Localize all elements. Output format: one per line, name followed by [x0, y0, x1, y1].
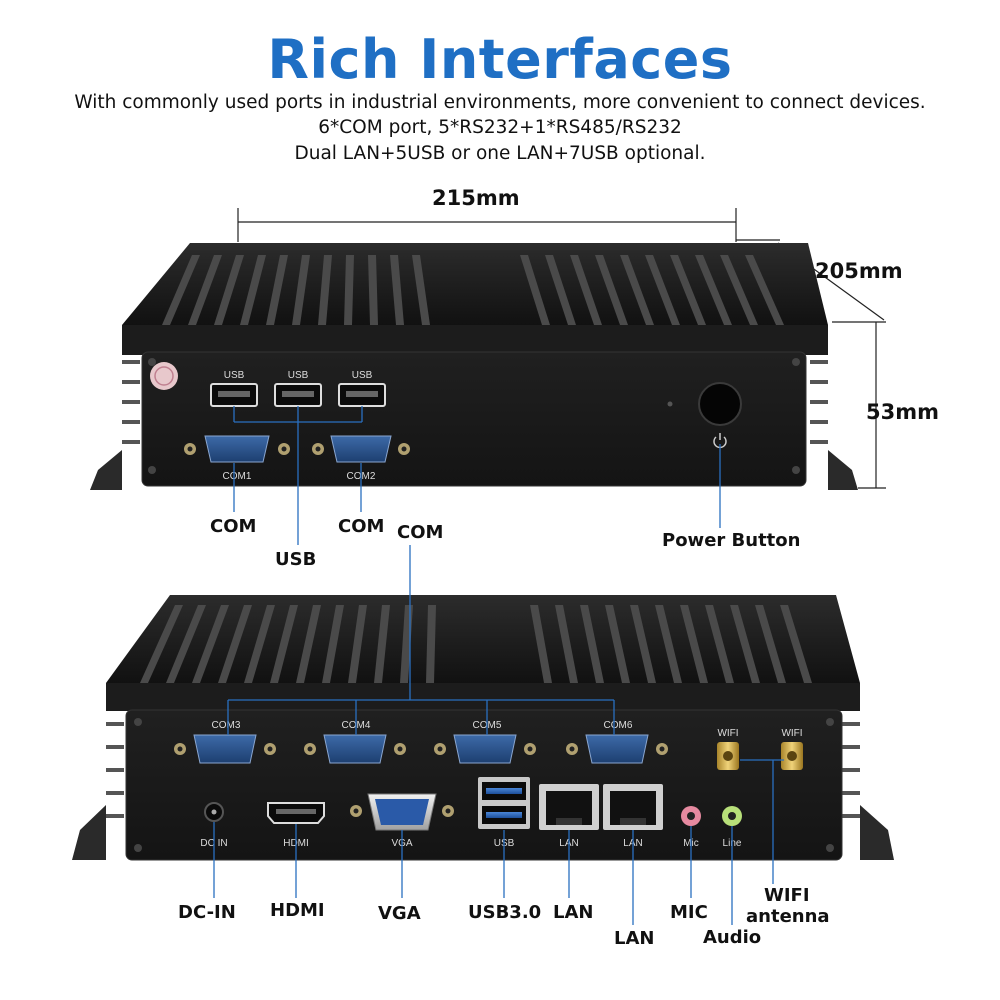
- com1-port-label: COM1: [223, 471, 252, 482]
- wifi2-port-label: WIFI: [781, 728, 802, 739]
- callout-lan-1: LAN: [553, 902, 594, 923]
- dimension-lines: [237, 208, 886, 489]
- width-dimension: 215mm: [432, 186, 520, 210]
- callout-audio: Audio: [703, 927, 762, 948]
- callout-vga: VGA: [378, 903, 421, 924]
- callout-wifi-line1: WIFI: [764, 885, 810, 906]
- callout-wifi-line2: antenna: [746, 906, 830, 927]
- rear-callout-lines: [213, 545, 784, 925]
- front-usb-ports: USB USB USB: [210, 370, 386, 407]
- com6-port-label: COM6: [604, 720, 633, 731]
- page-title: Rich Interfaces: [267, 28, 733, 91]
- callout-power-button: Power Button: [662, 530, 801, 551]
- power-button: [698, 382, 742, 426]
- usb3-port-label: USB: [352, 370, 373, 381]
- wifi-connectors: WIFI WIFI: [717, 728, 803, 770]
- callout-lan-2: LAN: [614, 928, 655, 949]
- wifi1-port-label: WIFI: [717, 728, 738, 739]
- height-dimension: 53mm: [866, 400, 939, 424]
- callout-usb30: USB3.0: [468, 902, 542, 923]
- depth-dimension: 205mm: [815, 259, 903, 283]
- subtitle-line-2: 6*COM port, 5*RS232+1*RS485/RS232: [318, 117, 682, 138]
- front-callout-lines: [233, 406, 721, 545]
- subtitle-line-1: With commonly used ports in industrial e…: [74, 92, 926, 113]
- front-unit: USB USB USB COM1 COM2: [90, 243, 858, 490]
- usb30-ports: USB: [478, 777, 530, 849]
- callout-usb: USB: [275, 549, 317, 570]
- rear-unit: COM3 COM4 COM5 COM6 WIFI WIFI DC IN HDMI: [72, 595, 894, 861]
- usb2-port-label: USB: [288, 370, 309, 381]
- led-indicator: [667, 401, 673, 407]
- com3-port-label: COM3: [212, 720, 241, 731]
- callout-mic: MIC: [670, 902, 708, 923]
- callout-com-right: COM: [338, 516, 385, 537]
- certification-sticker: [150, 362, 178, 390]
- callout-dc-in: DC-IN: [178, 902, 236, 923]
- callout-com-rear: COM: [397, 522, 444, 543]
- callout-com-left: COM: [210, 516, 257, 537]
- subtitle-line-3: Dual LAN+5USB or one LAN+7USB optional.: [294, 143, 706, 164]
- usb1-port-label: USB: [224, 370, 245, 381]
- callout-hdmi: HDMI: [270, 900, 325, 921]
- lan-ports: LAN LAN: [539, 784, 663, 849]
